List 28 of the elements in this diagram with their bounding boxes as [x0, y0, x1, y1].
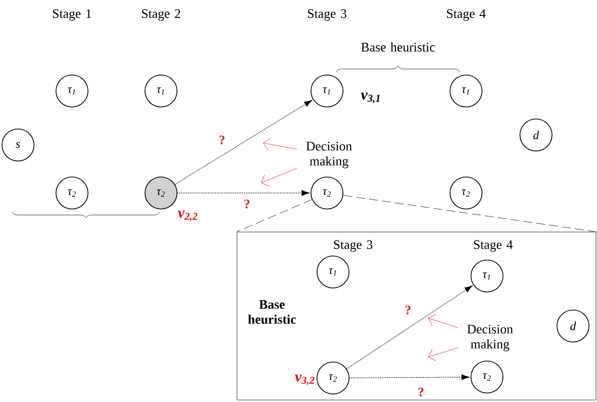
leader-arrow: [428, 348, 458, 362]
edge-label: ?: [242, 198, 252, 210]
edge-label: ?: [416, 386, 426, 398]
node-label: v$_{2,2}$: [178, 210, 198, 222]
arrow: [174, 100, 312, 185]
text-label: Base heuristic: [361, 42, 435, 52]
zoom-line: [343, 195, 596, 232]
node-label: v$_{3,1}$: [361, 92, 380, 104]
arrow: [349, 374, 470, 380]
zoom-line: [236, 199, 312, 232]
text-label: Stage 1: [53, 9, 92, 21]
leader-arrow: [428, 314, 458, 328]
arrow: [177, 190, 310, 196]
edge-label: ?: [218, 134, 226, 146]
text-label: Stage 4: [474, 240, 513, 252]
leader-arrow: [263, 138, 297, 150]
inset-box: [236, 232, 596, 400]
text-label: Stage 3: [334, 240, 372, 252]
annotation-text: Decision making: [306, 142, 352, 168]
node-label: v$_{3,2}$: [295, 374, 314, 386]
text-label: Stage 3: [308, 9, 346, 21]
text-label: Stage 4: [447, 9, 486, 21]
text-label: Stage 2: [142, 9, 180, 21]
annotation-text: Decision making: [467, 324, 513, 352]
leader-arrow: [261, 168, 297, 186]
arrow: [346, 286, 472, 370]
text-label: Base heuristic: [248, 300, 296, 324]
edge-label: ?: [404, 304, 412, 316]
